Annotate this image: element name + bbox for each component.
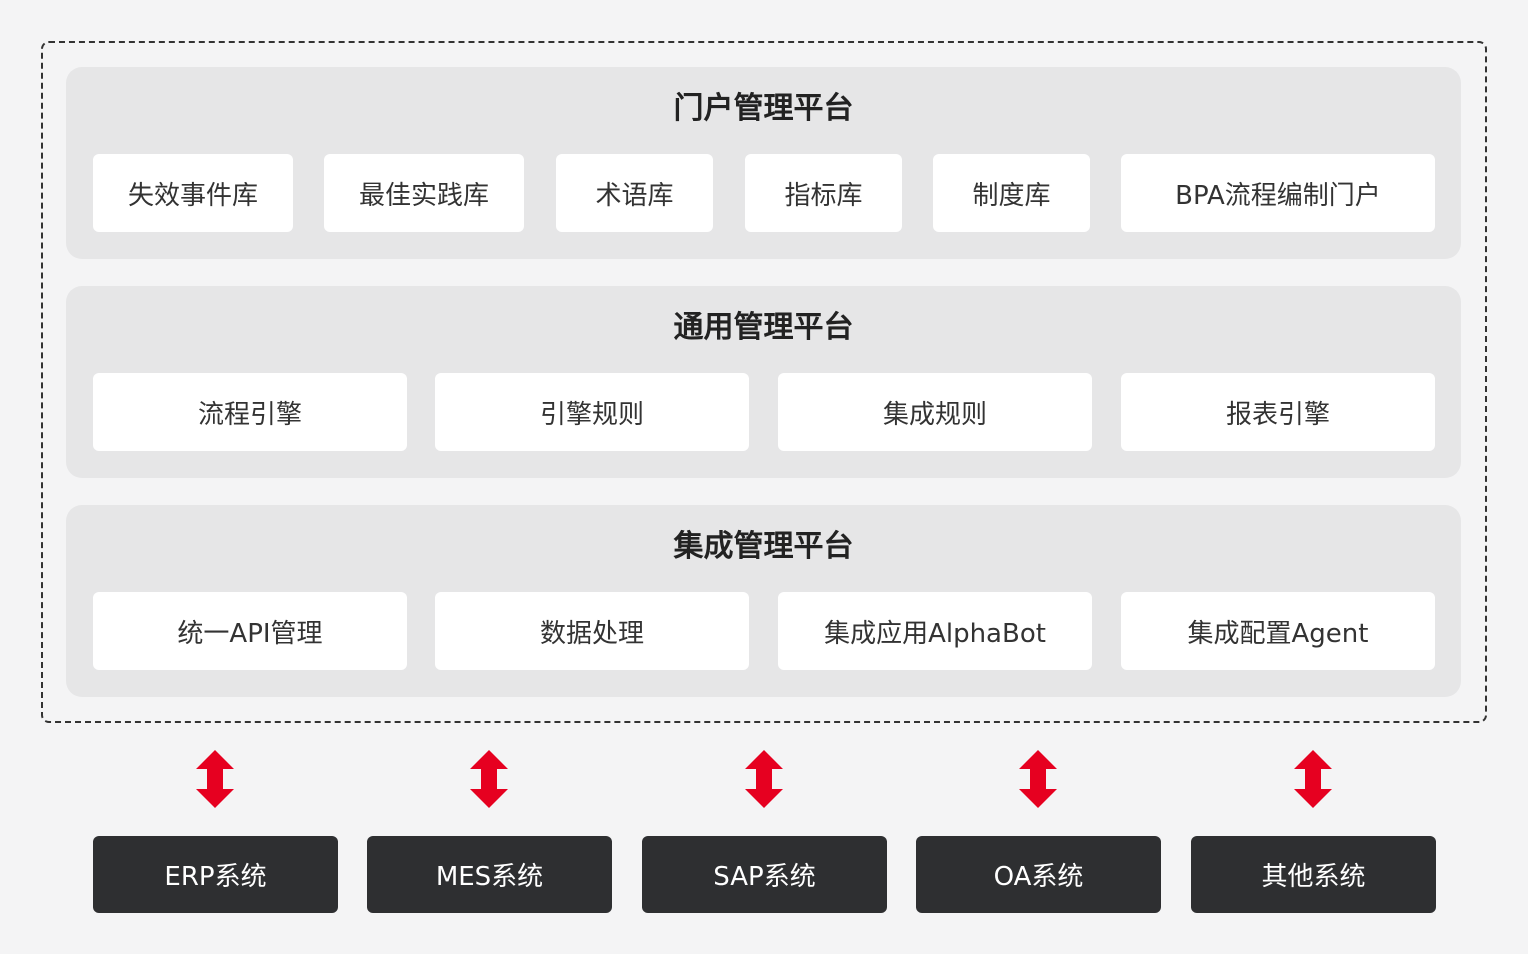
- module-policy-library: 制度库: [933, 154, 1090, 232]
- module-best-practice-library: 最佳实践库: [324, 154, 524, 232]
- module-process-engine: 流程引擎: [93, 373, 407, 451]
- system-other: 其他系统: [1191, 836, 1436, 913]
- portal-layer: 门户管理平台 失效事件库 最佳实践库 术语库 指标库 制度库 BPA流程编制门户: [66, 67, 1461, 259]
- double-arrow-icon: [196, 750, 234, 808]
- common-layer-title: 通用管理平台: [673, 310, 854, 345]
- module-terminology-library: 术语库: [556, 154, 713, 232]
- integration-layer: 集成管理平台 统一API管理 数据处理 集成应用AlphaBot 集成配置Age…: [66, 505, 1461, 697]
- module-failure-event-library: 失效事件库: [93, 154, 293, 232]
- common-layer: 通用管理平台 流程引擎 引擎规则 集成规则 报表引擎: [66, 286, 1461, 478]
- double-arrow-icon: [745, 750, 783, 808]
- integration-layer-title: 集成管理平台: [673, 529, 854, 564]
- module-unified-api: 统一API管理: [93, 592, 407, 670]
- module-bpa-portal: BPA流程编制门户: [1121, 154, 1435, 232]
- module-data-processing: 数据处理: [435, 592, 749, 670]
- system-erp: ERP系统: [93, 836, 338, 913]
- double-arrow-icon: [1294, 750, 1332, 808]
- system-sap: SAP系统: [642, 836, 887, 913]
- system-oa: OA系统: [916, 836, 1161, 913]
- module-metrics-library: 指标库: [745, 154, 902, 232]
- module-integration-rules: 集成规则: [778, 373, 1092, 451]
- module-config-agent: 集成配置Agent: [1121, 592, 1435, 670]
- double-arrow-icon: [1019, 750, 1057, 808]
- module-alphabot: 集成应用AlphaBot: [778, 592, 1092, 670]
- portal-layer-title: 门户管理平台: [673, 91, 854, 126]
- system-mes: MES系统: [367, 836, 612, 913]
- double-arrow-icon: [470, 750, 508, 808]
- platform-boundary: [41, 41, 1487, 723]
- module-report-engine: 报表引擎: [1121, 373, 1435, 451]
- module-engine-rules: 引擎规则: [435, 373, 749, 451]
